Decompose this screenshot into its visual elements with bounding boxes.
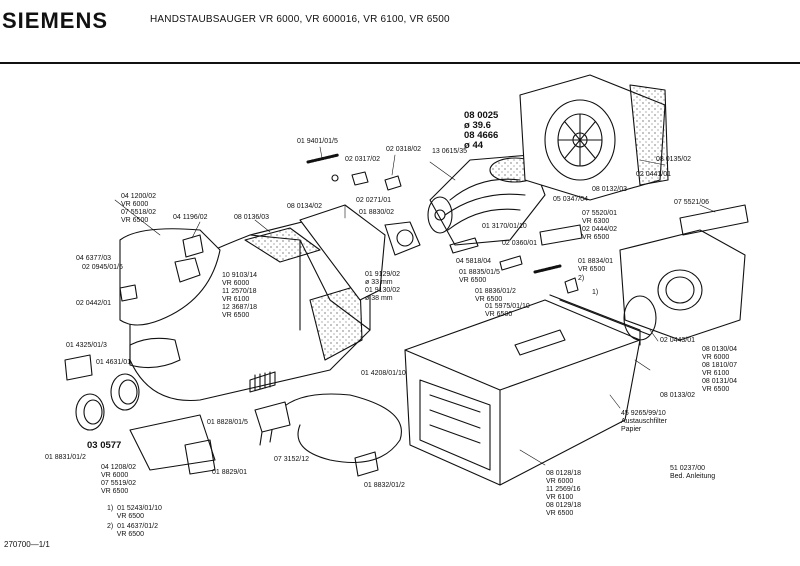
fan-housing bbox=[519, 74, 669, 201]
part-label-bold: 08 0025 ø 39.6 08 4666 ø 44 bbox=[464, 110, 499, 151]
part-label: 07 5521/06 bbox=[674, 199, 710, 206]
part-label: 04 1196/02 bbox=[173, 214, 208, 221]
part-label: 45 9265/99/10 Austauschfilter Papier bbox=[621, 410, 667, 433]
power-cord bbox=[254, 393, 402, 477]
part-label-bold: 03 0577 bbox=[87, 440, 122, 451]
part-label: 08 0130/04 VR 6000 08 1810/07 VR 6100 08… bbox=[702, 346, 738, 393]
part-label: 01 8834/01 VR 6500 bbox=[578, 258, 614, 273]
footnote: 2) 01 4637/01/2 VR 6500 bbox=[107, 523, 158, 538]
part-label: 08 0136/03 bbox=[234, 214, 270, 221]
part-label: 01 4325/01/3 bbox=[66, 342, 107, 349]
part-label: 13 0615/35 bbox=[432, 148, 468, 155]
brand-logo: SIEMENS bbox=[2, 8, 109, 33]
part-label: 04 6377/03 bbox=[76, 255, 112, 262]
part-label: 04 1200/02 VR 6000 07 5518/02 VR 6500 bbox=[121, 193, 157, 224]
part-label: 02 0441/01 bbox=[636, 171, 672, 178]
part-label: 05 0347/04 bbox=[553, 196, 589, 203]
footnote: 1) 01 5243/01/10 VR 6500 bbox=[107, 505, 162, 520]
part-label: 01 8828/01/5 bbox=[207, 419, 248, 426]
part-label: 51 0237/00 Bed. Anleitung bbox=[670, 465, 716, 480]
part-label: 01 4631/01 bbox=[96, 359, 132, 366]
motor-cover bbox=[299, 204, 421, 301]
part-label: 10 9103/14 VR 6000 11 2570/18 VR 6100 12… bbox=[222, 272, 258, 319]
part-label: 08 0134/02 bbox=[287, 203, 323, 210]
part-label: 04 1208/02 VR 6000 07 5519/02 VR 6500 bbox=[101, 464, 137, 495]
footnote-marker: 1) bbox=[592, 289, 599, 296]
part-label: 01 8835/01/5 VR 6500 bbox=[459, 269, 500, 284]
part-label: 01 8829/01 bbox=[212, 469, 248, 476]
part-label: 01 8832/01/2 bbox=[364, 482, 405, 489]
part-label: 01 4208/01/10 bbox=[361, 370, 406, 377]
page-title: HANDSTAUBSAUGER VR 6000, VR 600016, VR 6… bbox=[150, 14, 450, 25]
base-plate bbox=[129, 414, 216, 475]
part-label: 08 0133/02 bbox=[660, 392, 696, 399]
part-label: 01 8830/02 bbox=[359, 209, 395, 216]
leader-lines bbox=[114, 146, 716, 466]
part-label: 02 0271/01 bbox=[356, 197, 392, 204]
part-label: 01 8836/01/2 VR 6500 bbox=[475, 288, 516, 303]
dust-container bbox=[404, 294, 651, 486]
part-label: 08 0135/02 bbox=[656, 156, 692, 163]
part-label: 02 0318/02 bbox=[386, 146, 422, 153]
part-label: 02 0360/01 bbox=[502, 240, 538, 247]
part-label: 01 3170/01/10 bbox=[482, 223, 527, 230]
part-label: 02 0317/02 bbox=[345, 156, 381, 163]
part-label: 01 9401/01/5 bbox=[297, 138, 338, 145]
part-label: 01 9129/02 ø 33 mm 01 9130/02 ø 38 mm bbox=[365, 271, 401, 302]
filter-cage bbox=[619, 204, 749, 341]
part-label: 04 5818/04 bbox=[456, 258, 492, 265]
part-label: 02 0442/01 bbox=[76, 300, 112, 307]
part-label: 02 0443/01 bbox=[660, 337, 696, 344]
part-label: 08 0132/03 bbox=[592, 186, 628, 193]
nozzle-rings bbox=[64, 354, 140, 431]
document-code: 270700—1/1 bbox=[4, 540, 50, 549]
part-label: 01 8831/01/2 bbox=[45, 454, 86, 461]
part-label: 01 5975/01/10 VR 6500 bbox=[485, 303, 530, 318]
part-label: 07 5520/01 VR 6300 02 0444/02 VR 6500 bbox=[582, 210, 618, 241]
part-label: 07 3152/12 bbox=[274, 456, 310, 463]
front-grip bbox=[119, 228, 221, 369]
part-label: 08 0128/18 VR 6000 11 2569/16 VR 6100 08… bbox=[546, 470, 582, 517]
small-parts bbox=[119, 153, 583, 302]
part-label: 02 0945/01/6 bbox=[82, 264, 123, 271]
footnote-marker: 2) bbox=[578, 275, 585, 282]
header-rule bbox=[0, 62, 800, 64]
